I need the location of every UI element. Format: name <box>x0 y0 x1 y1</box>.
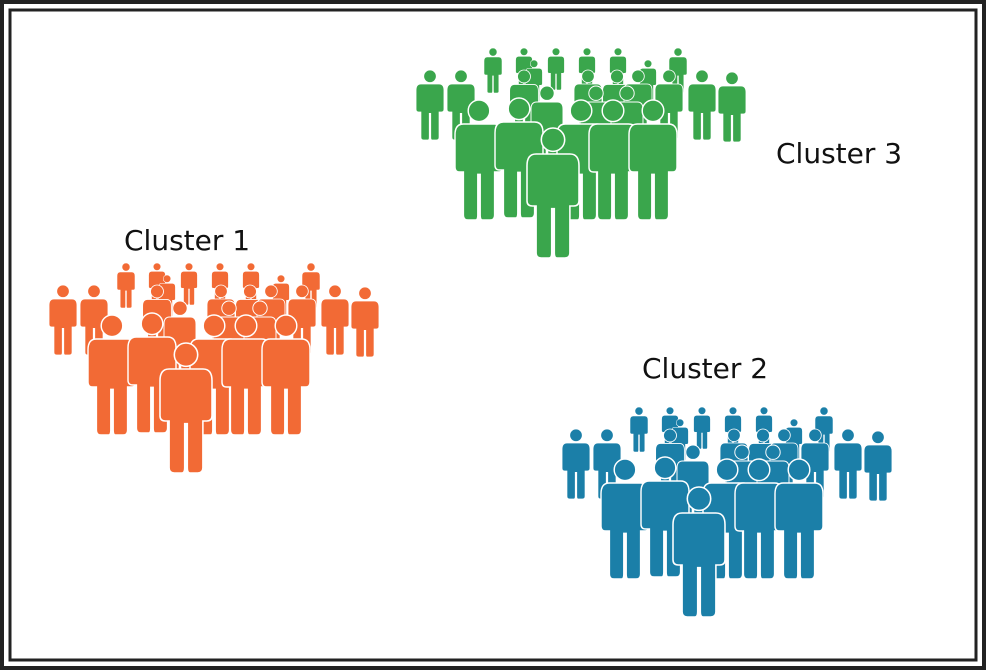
person-icon <box>320 284 350 356</box>
person-icon <box>350 286 380 358</box>
cluster-2-label: Cluster 2 <box>642 352 768 385</box>
person-icon <box>609 47 627 91</box>
cluster-2-crowd <box>561 406 893 618</box>
person-icon <box>629 406 649 453</box>
person-icon <box>180 262 198 306</box>
cluster-1-label: Cluster 1 <box>124 224 250 257</box>
person-icon <box>833 428 863 500</box>
person-icon <box>717 71 747 143</box>
cluster-1-crowd <box>48 262 380 474</box>
person-icon <box>483 47 503 94</box>
person-icon <box>48 284 78 356</box>
person-icon <box>116 262 136 309</box>
person-icon <box>415 69 445 141</box>
person-icon <box>561 428 591 500</box>
inner-border <box>8 8 978 662</box>
person-icon <box>863 430 893 502</box>
person-icon <box>755 406 773 450</box>
cluster-3-crowd <box>415 47 747 259</box>
cluster-3-label: Cluster 3 <box>776 137 902 170</box>
person-icon <box>547 47 565 91</box>
person-icon <box>693 406 711 450</box>
person-icon <box>687 69 717 141</box>
person-icon <box>242 262 260 306</box>
